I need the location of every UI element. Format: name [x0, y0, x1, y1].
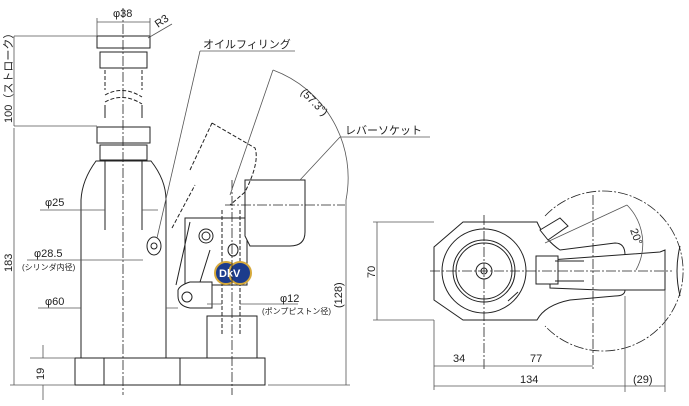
ram-head	[96, 35, 151, 118]
dim-cylinder-bore: φ28.5	[34, 248, 63, 260]
oil-filling-plug	[146, 236, 162, 256]
logo-text: DkV	[219, 268, 241, 280]
dim-socket-extension: (29)	[633, 374, 653, 386]
lever-socket-housing	[244, 179, 306, 247]
side-view: DkV φ38 R3 100（ストローク） 183 19 φ25 φ28.5 (…	[2, 8, 430, 400]
release-valve	[535, 255, 559, 285]
base-plate	[74, 357, 266, 386]
dim-angle: 20°	[627, 227, 644, 247]
cylinder-body	[80, 160, 167, 359]
label-cylinder-bore: (シリンダ内径)	[22, 262, 76, 272]
dim-lever-angle: (57.3°)	[298, 87, 330, 119]
dim-center-offset: 34	[453, 353, 465, 365]
pump-bolt	[198, 228, 214, 244]
ram-neck	[99, 144, 148, 161]
dim-pump-piston: φ12	[280, 293, 299, 305]
dim-pivot-distance: 77	[530, 353, 542, 365]
dim-lever-height: (128)	[333, 282, 345, 308]
label-lever-socket: レバーソケット	[345, 124, 422, 137]
lever-raised-outline	[171, 122, 257, 229]
dim-base-height: 19	[35, 368, 47, 380]
dim-rod-diameter: φ38	[113, 8, 132, 20]
top-view: 20° 70 34 77 134 (29)	[366, 190, 684, 392]
ram-collar	[96, 126, 151, 144]
label-oil-filling: オイルフィリング	[203, 37, 291, 51]
dkv-logo: DkV	[214, 261, 252, 285]
dim-stroke: 100（ストローク）	[2, 28, 15, 123]
dim-radius: R3	[153, 13, 171, 31]
dim-width: 70	[366, 266, 378, 278]
oil-fitting	[539, 217, 569, 241]
label-pump-piston: (ポンプピストン径)	[262, 306, 331, 316]
dim-base-length: 134	[520, 374, 538, 386]
dim-ram-diameter: φ25	[45, 197, 64, 209]
swing-arrow	[676, 245, 681, 297]
dim-body-diameter: φ60	[45, 296, 64, 308]
dim-total-height: 183	[3, 254, 15, 272]
link-nut	[181, 291, 193, 303]
